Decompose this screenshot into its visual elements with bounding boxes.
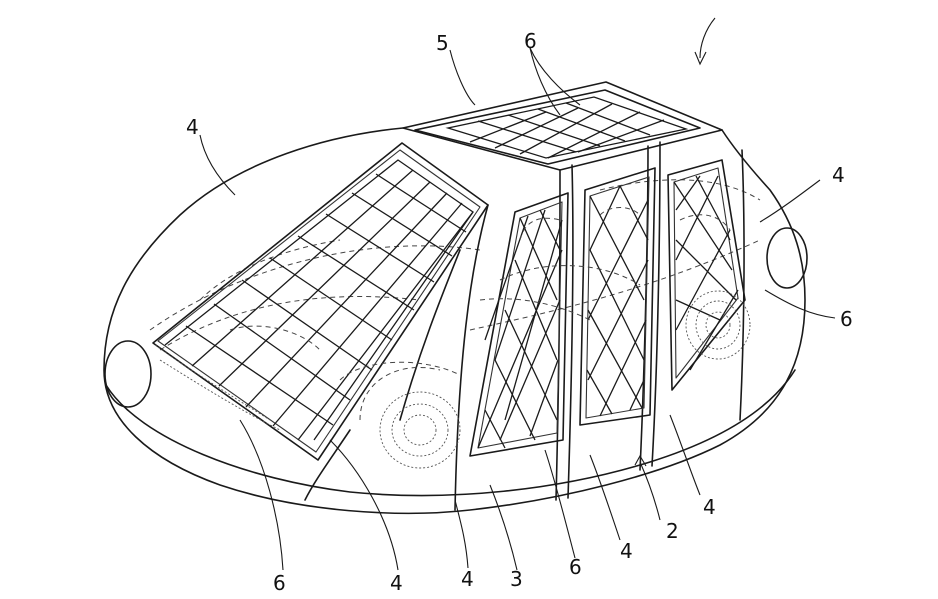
ref-numeral-4-bottom-a: 4 bbox=[461, 567, 474, 591]
side-window-2 bbox=[579, 167, 656, 426]
roof-solar-grid bbox=[445, 96, 689, 159]
leader-lines bbox=[199, 17, 836, 571]
front-panel bbox=[152, 142, 489, 461]
ref-numeral-4-bottom-right: 4 bbox=[703, 495, 716, 519]
ref-numeral-4-bottom-b: 4 bbox=[390, 571, 403, 595]
side-window-3 bbox=[667, 159, 746, 391]
ref-numeral-6-top: 6 bbox=[524, 29, 537, 53]
side-window-1 bbox=[469, 192, 569, 457]
roof-panel bbox=[402, 81, 723, 171]
ref-numeral-4-bottom-mid: 4 bbox=[620, 539, 633, 563]
front-solar-grid bbox=[164, 159, 474, 441]
door-frames bbox=[304, 141, 745, 511]
interior-hidden-lines bbox=[229, 207, 731, 381]
reference-numerals: 5 6 4 4 6 4 2 4 6 3 4 4 6 bbox=[186, 29, 853, 595]
ref-numeral-6-bottom-left: 6 bbox=[273, 571, 286, 595]
rear-wheel bbox=[685, 290, 751, 360]
ref-numeral-6-right: 6 bbox=[840, 307, 853, 331]
ref-numeral-5: 5 bbox=[436, 31, 449, 55]
ref-numeral-6-bottom-mid: 6 bbox=[569, 555, 582, 579]
ref-numeral-3: 3 bbox=[510, 567, 523, 591]
front-wheel bbox=[359, 366, 461, 469]
side-window-1-grid bbox=[477, 209, 563, 449]
ref-numeral-4-right: 4 bbox=[832, 163, 845, 187]
front-lamp-detail bbox=[154, 344, 281, 431]
side-window-2-grid bbox=[586, 185, 649, 417]
left-lamp bbox=[104, 340, 152, 408]
ref-numeral-4-left: 4 bbox=[186, 115, 199, 139]
ref-numeral-2: 2 bbox=[666, 519, 679, 543]
vehicle-shell bbox=[103, 127, 808, 515]
right-lamp bbox=[766, 227, 808, 289]
side-window-3-grid bbox=[673, 175, 739, 371]
